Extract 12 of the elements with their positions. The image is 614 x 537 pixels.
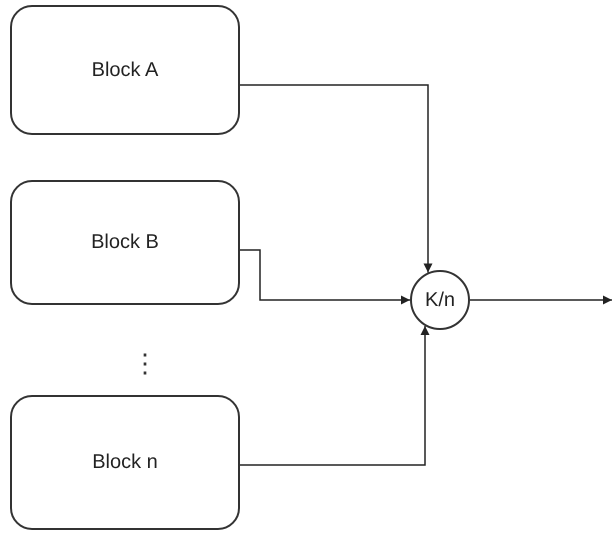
- node-label: Block A: [92, 58, 158, 82]
- node-label: Block B: [91, 231, 159, 254]
- arrow: [240, 326, 430, 466]
- node-label: K/n: [424, 288, 456, 312]
- node-label: Block n: [92, 451, 158, 474]
- block-box: [10, 395, 240, 530]
- block-box: [10, 5, 240, 135]
- continuation-dots: ⋮: [132, 348, 158, 379]
- arrow: [470, 296, 612, 304]
- block-box: [10, 180, 240, 305]
- arrow: [240, 84, 432, 272]
- arrow: [240, 249, 410, 304]
